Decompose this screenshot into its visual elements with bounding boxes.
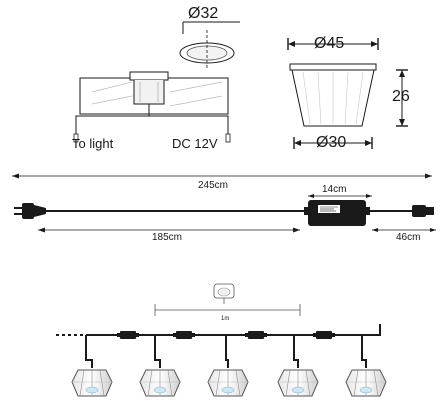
to-light-label: To light — [72, 136, 114, 151]
total-length-label: 245cm — [198, 180, 229, 191]
dc-voltage-label: DC 12V — [172, 136, 218, 151]
adapter-width-label: 14cm — [322, 184, 347, 195]
adapter-to-end-label: 46cm — [396, 232, 421, 243]
light-chain — [56, 283, 387, 397]
fixture-side-profile — [287, 38, 408, 149]
output-connector — [412, 205, 434, 217]
bottom-diameter-label: Ø30 — [316, 134, 347, 151]
plug-to-adapter-label: 185cm — [152, 232, 183, 243]
power-plug — [14, 203, 46, 219]
cable-dimensions — [12, 173, 436, 233]
top-diameter-label: Ø45 — [314, 35, 345, 52]
power-cable-assembly — [14, 200, 434, 226]
cutout-diameter-label: Ø32 — [188, 5, 219, 22]
top-view-fixture — [179, 21, 240, 70]
height-label: 26 — [392, 88, 410, 105]
chain-top-view-fixture — [213, 283, 235, 304]
installation-cross-section — [73, 71, 231, 143]
power-adapter — [304, 200, 370, 226]
chain-spacing-label: 1m — [221, 316, 230, 322]
